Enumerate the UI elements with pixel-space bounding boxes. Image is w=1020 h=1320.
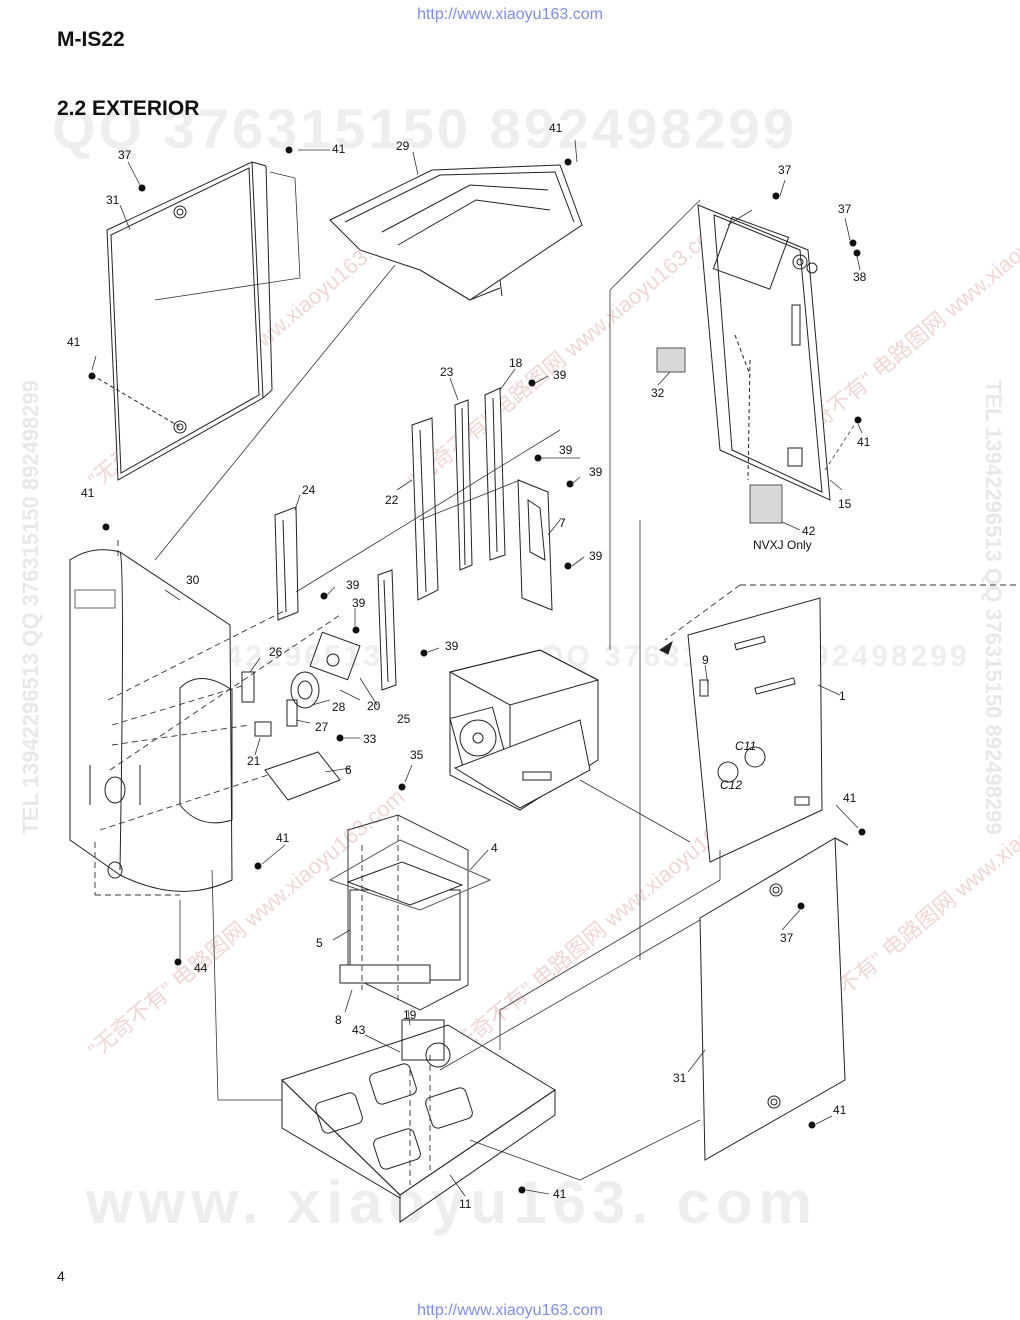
- callout-23: 23: [440, 365, 454, 379]
- brackets: [274, 387, 553, 691]
- main-board: [687, 597, 823, 863]
- front-panel: [69, 549, 233, 892]
- callout-41: 41: [833, 1103, 847, 1117]
- section-title: 2.2 EXTERIOR: [57, 97, 200, 120]
- callout-20: 20: [367, 699, 381, 713]
- callout-39: 39: [553, 368, 567, 382]
- callout-41: 41: [553, 1187, 567, 1201]
- callout-44: 44: [194, 961, 208, 975]
- callout-33: 33: [363, 732, 377, 746]
- callout-29: 29: [396, 139, 410, 153]
- callout-6: 6: [345, 763, 352, 777]
- callout-21: 21: [247, 754, 261, 768]
- callout-41: 41: [81, 486, 95, 500]
- top-cover: [329, 164, 583, 301]
- side-panel-left: [91, 161, 273, 481]
- callout-39: 39: [445, 639, 459, 653]
- callout-5: 5: [316, 936, 323, 950]
- callout-37: 37: [778, 163, 792, 177]
- source-url-top[interactable]: http://www.xiaoyu163.com: [417, 6, 603, 23]
- page-number: 4: [57, 1268, 65, 1284]
- capacitor-label-c12: C12: [720, 778, 743, 792]
- callout-41: 41: [332, 142, 346, 156]
- callout-11: 11: [459, 1197, 472, 1211]
- callout-41: 41: [276, 831, 290, 845]
- callout-31: 31: [673, 1071, 687, 1085]
- capacitor-label-c11: C11: [735, 739, 757, 753]
- callout-38: 38: [853, 270, 867, 284]
- screws: [88, 146, 866, 1194]
- side-panel-right: [699, 837, 849, 1161]
- callout-41: 41: [67, 335, 81, 349]
- projection-lines: [94, 540, 1020, 1185]
- callout-9: 9: [702, 653, 709, 667]
- nvxj-only-note: NVXJ Only: [753, 538, 812, 552]
- watermark-side-right: TEL 13942296513 QQ 376315150 892498299: [981, 380, 1006, 835]
- small-parts: [241, 631, 361, 801]
- callout-39: 39: [352, 596, 366, 610]
- transformer: [328, 814, 492, 1011]
- callout-37: 37: [118, 148, 132, 162]
- callout-31: 31: [106, 193, 120, 207]
- source-url-bottom[interactable]: http://www.xiaoyu163.com: [417, 1302, 603, 1319]
- callout-37: 37: [838, 202, 852, 216]
- callout-28: 28: [332, 700, 346, 714]
- callout-41: 41: [857, 435, 871, 449]
- assembly-lines: [91, 139, 863, 1197]
- chassis: [281, 1019, 556, 1223]
- callout-15: 15: [838, 497, 852, 511]
- callout-43: 43: [352, 1023, 366, 1037]
- callout-7: 7: [559, 516, 566, 530]
- callout-26: 26: [269, 645, 283, 659]
- callout-37: 37: [780, 931, 794, 945]
- callout-30: 30: [186, 573, 200, 587]
- callout-41: 41: [843, 791, 857, 805]
- callout-4: 4: [491, 841, 498, 855]
- callout-8: 8: [335, 1013, 342, 1027]
- watermark-site: www. xiaoyu163. com: [86, 1169, 819, 1236]
- callout-32: 32: [651, 386, 665, 400]
- callout-39: 39: [589, 549, 603, 563]
- rear-panel: [656, 204, 831, 524]
- callout-39: 39: [346, 578, 360, 592]
- callout-24: 24: [302, 483, 316, 497]
- callout-39: 39: [559, 443, 573, 457]
- callout-22: 22: [385, 493, 399, 507]
- model-number: M-IS22: [57, 28, 125, 51]
- callout-19: 19: [403, 1008, 417, 1022]
- amplifier-block: [448, 649, 600, 811]
- callout-35: 35: [410, 748, 424, 762]
- callout-42: 42: [802, 524, 816, 538]
- callout-18: 18: [509, 356, 523, 370]
- callout-25: 25: [397, 712, 411, 726]
- callout-27: 27: [315, 720, 329, 734]
- watermark-qq: QQ 376315150 892498299: [52, 97, 797, 160]
- arrow-head: [659, 640, 673, 655]
- callout-1: 1: [839, 689, 846, 703]
- callout-41: 41: [549, 121, 563, 135]
- callout-39: 39: [589, 465, 603, 479]
